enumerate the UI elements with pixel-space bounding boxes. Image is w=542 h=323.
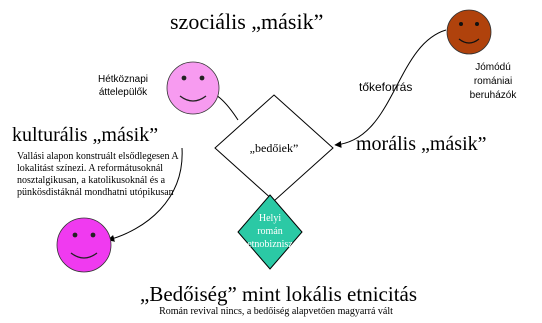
moralis-masik-title: morális „másik” bbox=[356, 133, 487, 155]
arrow-brown-face-to-center bbox=[334, 29, 447, 148]
kulturalis-masik-title: kulturális „másik” bbox=[12, 124, 159, 146]
pink-smiley-icon bbox=[166, 61, 220, 115]
bedoiseg-subtitle: Román revival nincs, a bedőiség alapvető… bbox=[159, 306, 393, 317]
magenta-smiley-icon bbox=[56, 217, 112, 273]
bedoiseg-title: „Bedőiség” mint lokális etnicitás bbox=[140, 282, 418, 306]
etnobiznisz-line-1: Helyi bbox=[259, 213, 281, 224]
etnobiznisz-diamond: Helyi román etnobiznisz bbox=[237, 194, 303, 270]
jomodu-label: Jómódú romániai beruházók bbox=[469, 62, 517, 101]
etnobiznisz-line-2: román bbox=[257, 226, 283, 237]
arrow-center-to-magenta-face bbox=[107, 147, 183, 242]
bedoiek-diamond: „bedőiek” bbox=[214, 94, 334, 202]
kulturalis-description: Vallási alapon konstruált elsődlegesen A… bbox=[17, 151, 179, 198]
hetkoznapi-label: Hétköznapi áttelepülők bbox=[97, 74, 149, 98]
bedoiek-label: „bedőiek” bbox=[250, 141, 299, 155]
brown-smiley-icon bbox=[446, 9, 492, 55]
szocialis-masik-title: szociális „másik” bbox=[170, 9, 324, 34]
tokeforras-label: tőkeforrás bbox=[359, 80, 413, 94]
etnobiznisz-line-3: etnobiznisz bbox=[247, 239, 293, 250]
